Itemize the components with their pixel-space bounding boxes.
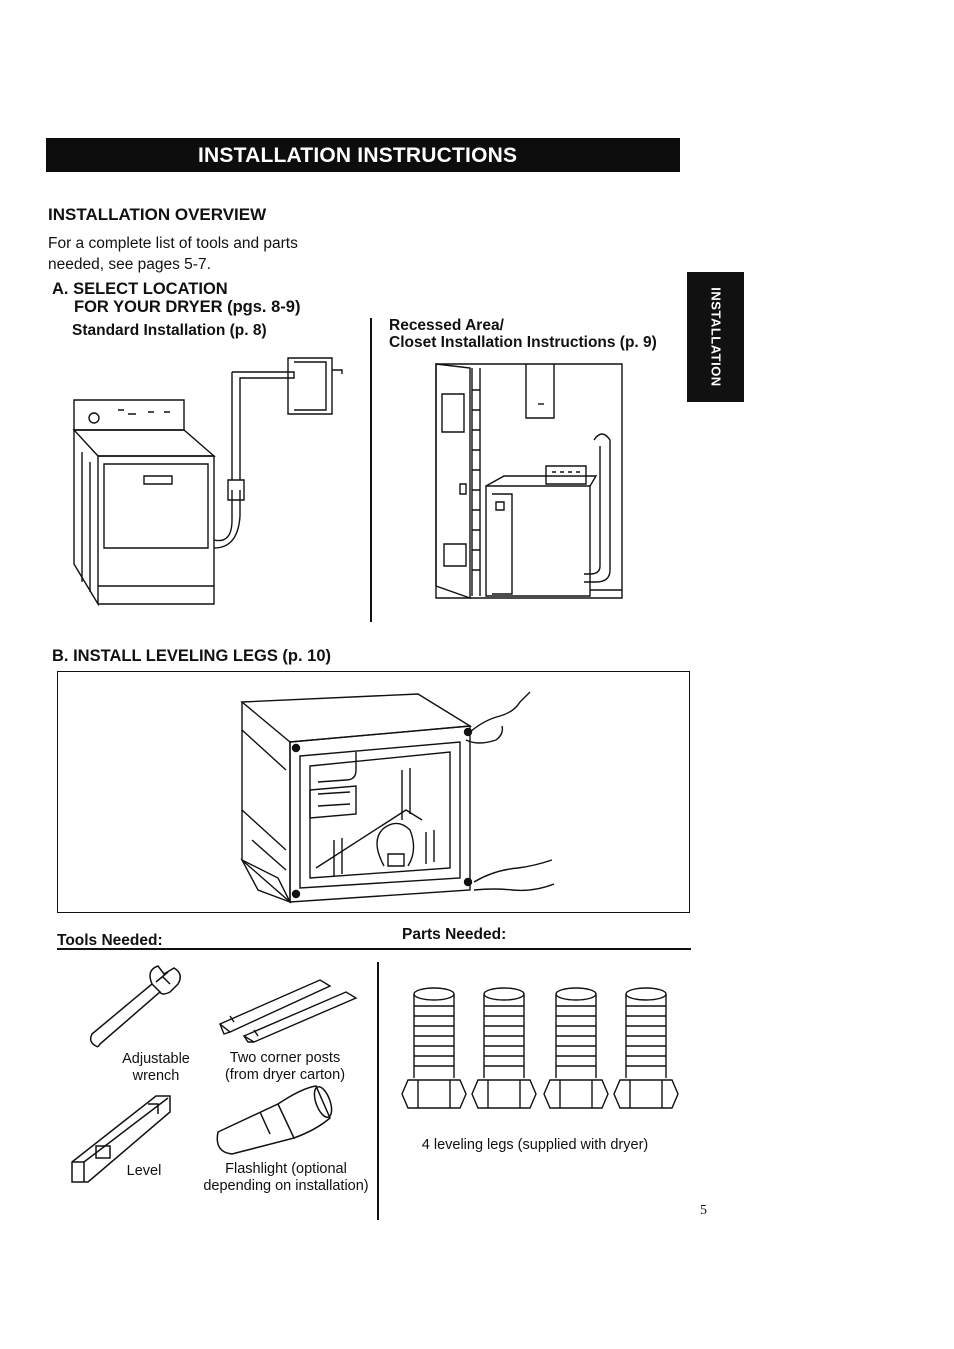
corner-posts-icon bbox=[214, 976, 358, 1042]
flashlight-label-line1: Flashlight (optional bbox=[225, 1161, 347, 1177]
section-a-divider bbox=[370, 318, 372, 622]
standard-installation-label: Standard Installation (p. 8) bbox=[72, 322, 267, 339]
wrench-label-line2: wrench bbox=[132, 1068, 180, 1084]
section-a-heading-line2: FOR YOUR DRYER (pgs. 8-9) bbox=[74, 298, 301, 316]
dryer-closet-illustration bbox=[434, 360, 626, 602]
wrench-icon bbox=[86, 962, 186, 1054]
section-banner: INSTALLATION INSTRUCTIONS bbox=[46, 138, 680, 172]
leveling-legs-figure-frame bbox=[57, 671, 690, 913]
overview-heading: INSTALLATION OVERVIEW bbox=[48, 205, 267, 224]
tools-parts-rule bbox=[57, 948, 691, 950]
posts-label-line1: Two corner posts bbox=[229, 1050, 341, 1066]
section-b-heading: B. INSTALL LEVELING LEGS (p. 10) bbox=[52, 647, 331, 665]
recessed-label-line1: Recessed Area/ bbox=[389, 317, 504, 334]
legs-caption: 4 leveling legs (supplied with dryer) bbox=[421, 1137, 649, 1153]
overview-intro-line2: needed, see pages 5-7. bbox=[48, 256, 211, 273]
page-number: 5 bbox=[700, 1203, 707, 1218]
posts-label-line2: (from dryer carton) bbox=[224, 1067, 346, 1083]
side-tab: INSTALLATION bbox=[687, 272, 744, 402]
section-a-heading-line1: A. SELECT LOCATION bbox=[52, 280, 228, 298]
flashlight-icon bbox=[212, 1082, 336, 1154]
dryer-standard-illustration bbox=[68, 352, 358, 612]
wrench-label-line1: Adjustable bbox=[122, 1051, 190, 1067]
leveling-legs-illustration bbox=[238, 690, 558, 904]
level-label: Level bbox=[126, 1163, 162, 1179]
recessed-label-line2: Closet Installation Instructions (p. 9) bbox=[389, 334, 657, 351]
overview-intro-line1: For a complete list of tools and parts bbox=[48, 235, 298, 252]
tools-parts-divider bbox=[377, 962, 379, 1220]
level-icon bbox=[70, 1090, 174, 1186]
side-tab-label: INSTALLATION bbox=[708, 287, 723, 387]
tools-heading: Tools Needed: bbox=[57, 932, 163, 949]
leveling-legs-parts-icon bbox=[400, 984, 680, 1112]
flashlight-label-line2: depending on installation) bbox=[203, 1178, 369, 1194]
banner-title: INSTALLATION INSTRUCTIONS bbox=[198, 144, 518, 167]
parts-heading: Parts Needed: bbox=[402, 926, 507, 943]
